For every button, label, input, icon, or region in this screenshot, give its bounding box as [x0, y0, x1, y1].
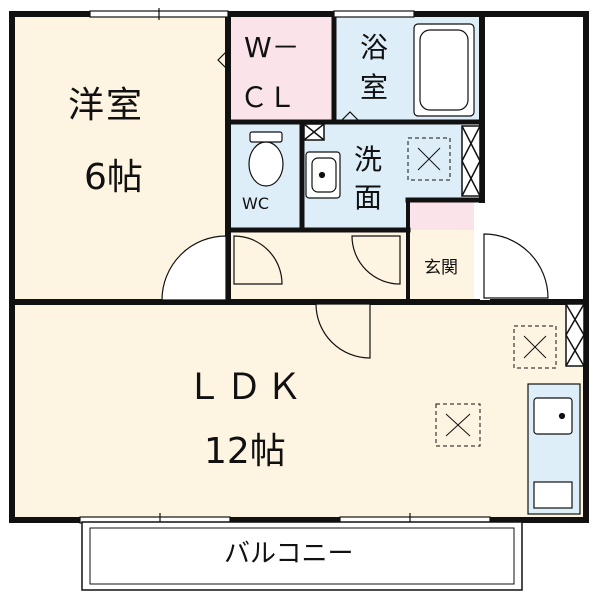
entrance-door	[483, 233, 549, 299]
toilet-label: WC	[242, 194, 269, 213]
bathroom-label-line2: 室	[360, 71, 389, 104]
closet-floor	[228, 16, 334, 122]
bath-window	[333, 10, 415, 18]
kitchen-counter-icon	[527, 383, 581, 515]
balcony-outline	[81, 521, 523, 591]
outer-wall	[9, 11, 589, 523]
wash-basin-icon	[305, 151, 341, 199]
balcony-label: バルコニー	[224, 539, 354, 569]
wash-door	[351, 235, 401, 285]
washroom-label-line1: 洗	[354, 143, 383, 176]
western-room-name: 洋室	[68, 85, 145, 126]
ldk-door	[315, 303, 371, 359]
closet-label-line1: W－	[244, 31, 300, 64]
bath-door	[339, 111, 361, 123]
bathtub-icon	[413, 23, 475, 117]
ldk-name: ＬＤＫ	[186, 367, 307, 408]
shoe-box	[410, 200, 474, 230]
washroom-label-line2: 面	[354, 181, 383, 214]
closet-door	[217, 49, 229, 71]
entrance-label: 玄関	[424, 258, 458, 278]
pipe-shaft-icon	[303, 123, 585, 367]
ldk-size: 12帖	[204, 431, 286, 472]
western-door	[161, 235, 227, 301]
hall-door-left	[233, 235, 283, 285]
ldk-floor	[14, 302, 584, 518]
windows	[79, 8, 491, 527]
washing-machine-space-icon	[407, 137, 451, 181]
western-room-size: 6帖	[84, 157, 143, 198]
toilet-icon	[248, 131, 284, 187]
storage-space-icon	[435, 403, 481, 447]
bathroom-label-line1: 浴	[360, 31, 389, 64]
refrigerator-space-icon	[513, 325, 557, 369]
walls	[9, 11, 589, 523]
closet-label-line2: ＣＬ	[240, 81, 297, 114]
doors	[161, 49, 549, 359]
